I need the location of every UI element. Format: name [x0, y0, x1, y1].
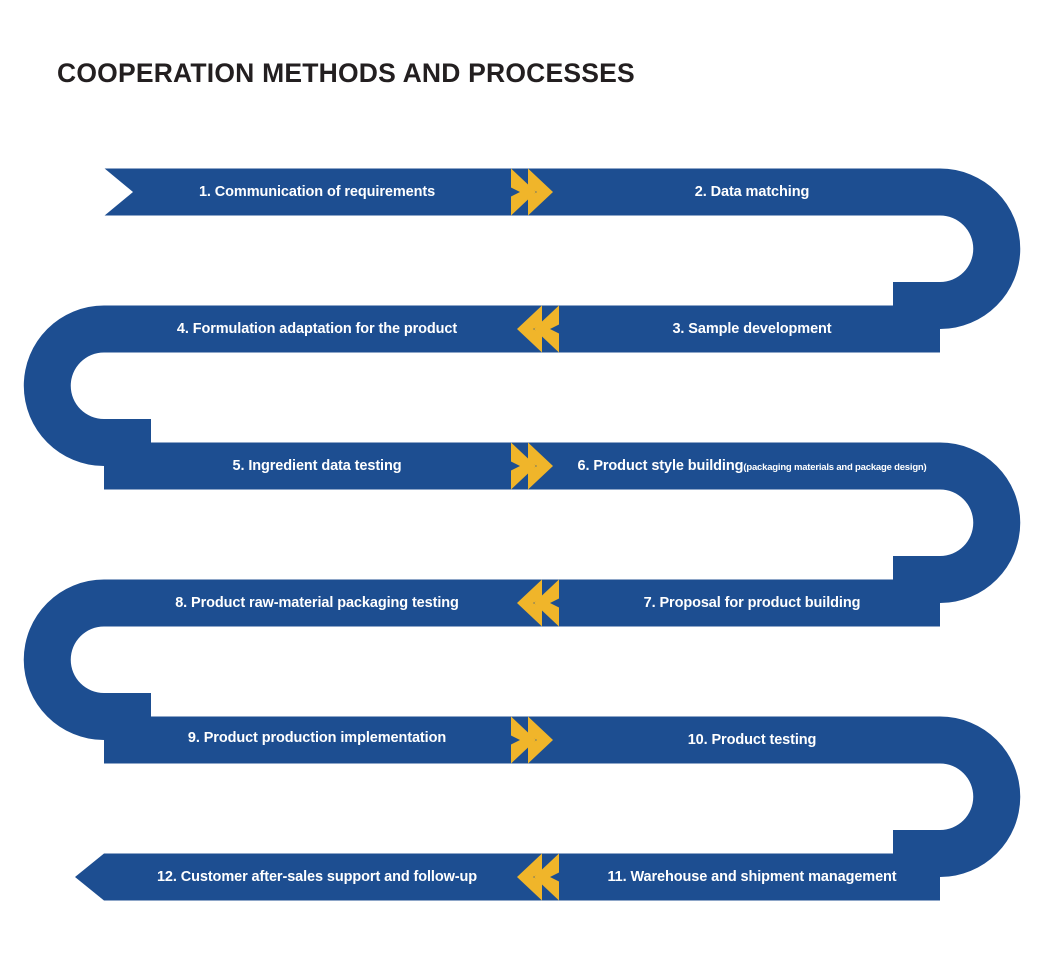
step-label-3: 3. Sample development — [672, 321, 832, 337]
serpentine-ribbon — [23, 168, 1021, 901]
chevron-row-4-icon — [517, 579, 559, 627]
step-label-12: 12. Customer after-sales support and fol… — [156, 869, 478, 885]
chevron-row-6-icon — [517, 853, 559, 901]
chevron-connectors — [511, 168, 559, 901]
step-label-10: 10. Product testing — [687, 732, 817, 748]
step-label-6-main: 6. Product style building — [577, 458, 744, 474]
chevron-row-3-icon — [511, 442, 553, 490]
chevron-row-2-icon — [517, 305, 559, 353]
page-title: COOPERATION METHODS AND PROCESSES — [57, 58, 635, 88]
u-turn-right-1 — [893, 168, 1021, 329]
u-turn-left-1 — [23, 305, 152, 466]
step-label-11: 11. Warehouse and shipment management — [607, 869, 897, 885]
u-turn-left-2 — [23, 579, 152, 740]
step-label-5: 5. Ingredient data testing — [232, 458, 402, 474]
step-label-6-sub: (packaging materials and package design) — [743, 462, 927, 473]
chevron-row-5-icon — [511, 716, 553, 764]
u-turn-right-3 — [893, 716, 1021, 877]
step-label-6: 6. Product style building(packaging mate… — [577, 458, 926, 474]
step-label-7: 7. Proposal for product building — [643, 595, 861, 611]
end-arrowhead-icon — [75, 853, 104, 901]
u-turn-right-2 — [893, 442, 1021, 603]
step-label-8: 8. Product raw-material packaging testin… — [175, 595, 459, 611]
chevron-row-1-icon — [511, 168, 553, 216]
step-label-9: 9. Product production implementation — [187, 730, 447, 746]
step-label-2: 2. Data matching — [694, 184, 810, 200]
step-label-1: 1. Communication of requirements — [198, 184, 436, 200]
step-label-4: 4. Formulation adaptation for the produc… — [176, 321, 458, 337]
